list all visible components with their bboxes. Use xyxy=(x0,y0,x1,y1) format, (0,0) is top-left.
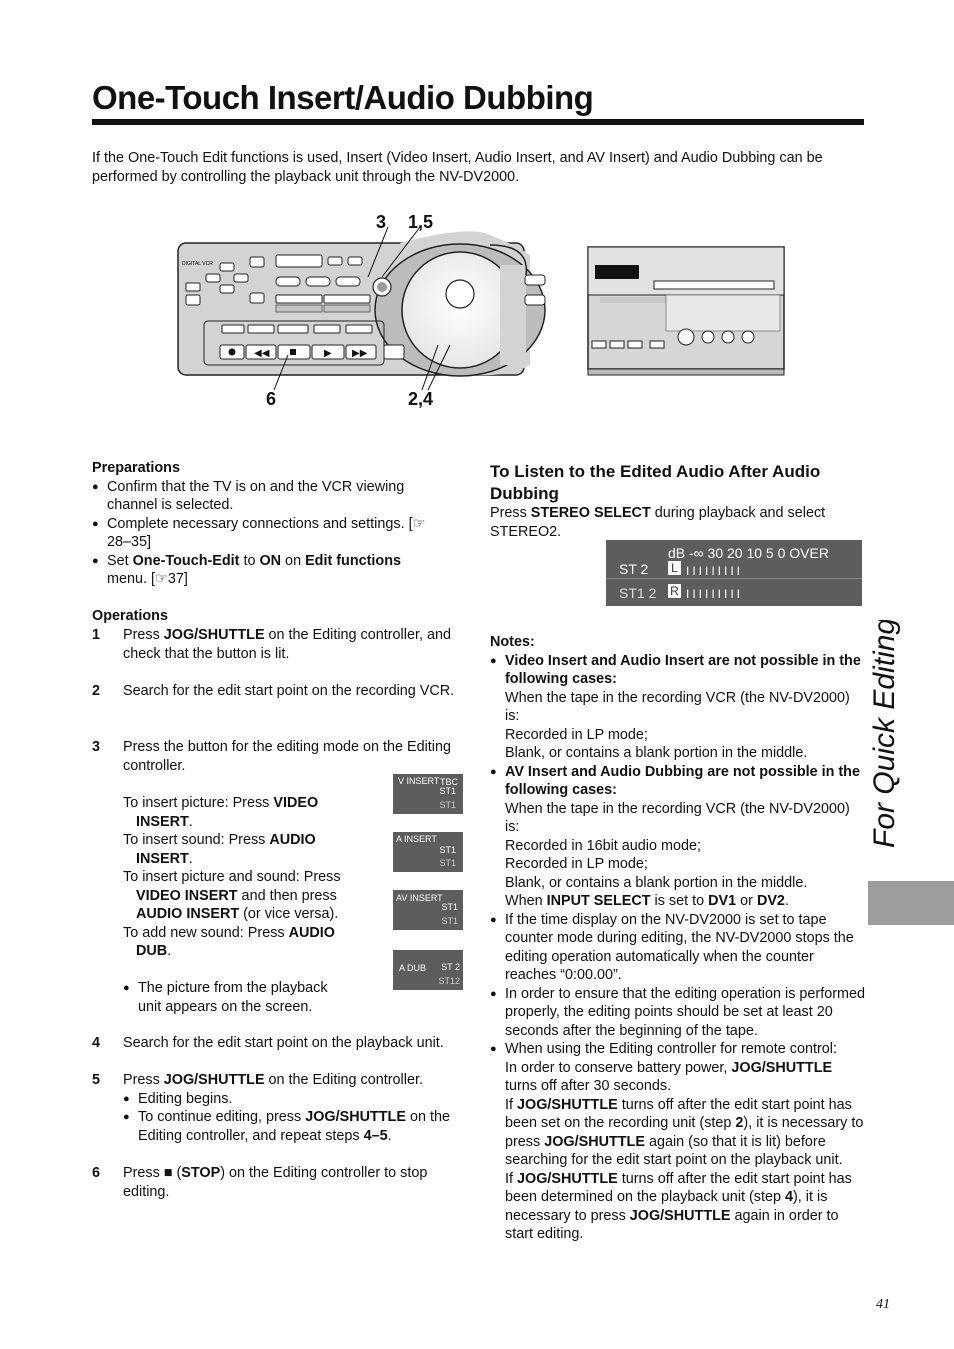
notes-section: Notes: Video Insert and Audio Insert are… xyxy=(490,633,866,1244)
side-tab-label: For Quick Editing xyxy=(868,620,901,848)
side-tab-box xyxy=(868,881,954,925)
mode-video-insert: To insert picture: Press VIDEO INSERT. xyxy=(123,795,319,830)
mode-audio-insert: To insert sound: Press AUDIO INSERT. xyxy=(123,832,316,867)
step-3-note: The picture from the playback unit appea… xyxy=(123,979,353,1016)
step-5-sub: Editing begins. xyxy=(123,1090,472,1109)
osd-audio-insert: A INSERT ST1 ST1 xyxy=(393,832,463,872)
step-3-modes: To insert picture: Press VIDEO INSERT. T… xyxy=(123,794,361,961)
preparations-section: Preparations Confirm that the TV is on a… xyxy=(92,459,432,589)
page-number: 41 xyxy=(876,1297,890,1312)
meter-left-channel: L xyxy=(668,561,681,575)
note-item: AV Insert and Audio Dubbing are not poss… xyxy=(490,763,866,911)
page-title: One-Touch Insert/Audio Dubbing xyxy=(92,79,594,116)
svg-text:DIGITAL VCR: DIGITAL VCR xyxy=(182,261,213,267)
note-item: If the time display on the NV-DV2000 is … xyxy=(490,911,866,985)
meter-right-channel: R xyxy=(668,584,681,598)
side-tab-text: For Quick Editing xyxy=(850,618,910,850)
operations-heading: Operations xyxy=(92,608,168,624)
step-5-sub: To continue editing, press JOG/SHUTTLE o… xyxy=(123,1108,472,1145)
meter-row2-bars: IIIIIIIII xyxy=(686,587,744,601)
step-6: 6 Press ■ (STOP) on the Editing controll… xyxy=(92,1165,428,1200)
audio-level-meter: dB -∞ 30 20 10 5 0 OVER ST 2 L IIIIIIIII… xyxy=(606,540,862,606)
meter-row1-label: ST 2 xyxy=(619,561,649,577)
step-4: 4 Search for the edit start point on the… xyxy=(92,1035,444,1051)
step-5: 5 Press JOG/SHUTTLE on the Editing contr… xyxy=(92,1071,472,1145)
shuttle-knob xyxy=(445,279,475,309)
svg-text:◀◀: ◀◀ xyxy=(254,348,270,359)
step-1: 1 Press JOG/SHUTTLE on the Editing contr… xyxy=(92,627,451,662)
osd-video-insert: V INSERT TBC ST1 ST1 xyxy=(393,774,463,814)
preparation-item: Confirm that the TV is on and the VCR vi… xyxy=(92,478,432,515)
mode-audio-dub: To add new sound: Press AUDIO DUB. xyxy=(123,924,335,960)
intro-paragraph: If the One-Touch Edit functions is used,… xyxy=(92,150,823,185)
callout-6: 6 xyxy=(266,389,277,409)
step-2: 2 Search for the edit start point on the… xyxy=(92,683,455,699)
svg-text:▶▶: ▶▶ xyxy=(352,348,368,359)
note-item: In order to ensure that the editing oper… xyxy=(490,985,866,1041)
note-item: When using the Editing controller for re… xyxy=(490,1040,866,1244)
listen-heading: To Listen to the Edited Audio After Audi… xyxy=(490,462,821,503)
note-item: Video Insert and Audio Insert are not po… xyxy=(490,652,866,763)
callout-3: 3 xyxy=(376,212,387,232)
notes-heading: Notes: xyxy=(490,634,535,650)
listen-text: Press STEREO SELECT during playback and … xyxy=(490,505,826,540)
svg-text:▶: ▶ xyxy=(324,348,332,359)
osd-audio-dub: A DUB ST 2 ST12 xyxy=(393,950,463,990)
mode-av-insert: To insert picture and sound: Press VIDEO… xyxy=(123,869,341,922)
meter-row1-bars: IIIIIIIII xyxy=(686,564,744,578)
step-3: 3 Press the button for the editing mode … xyxy=(92,739,451,774)
meter-scale: dB -∞ 30 20 10 5 0 OVER xyxy=(668,545,829,561)
controller-illustration: DIGITAL VCR ◀◀ xyxy=(170,205,790,415)
controller-drawing: DIGITAL VCR ◀◀ xyxy=(177,226,785,391)
meter-row2-label: ST1 2 xyxy=(619,585,657,601)
callout-2-4: 2,4 xyxy=(408,389,434,409)
preparation-item: Set One-Touch-Edit to ON on Edit functio… xyxy=(92,552,432,589)
preparations-heading: Preparations xyxy=(92,460,180,476)
callout-1-5: 1,5 xyxy=(408,212,434,232)
preparation-item: Complete necessary connections and setti… xyxy=(92,515,432,552)
title-rule xyxy=(92,119,864,125)
osd-av-insert: AV INSERT ST1 ST1 xyxy=(393,890,463,930)
